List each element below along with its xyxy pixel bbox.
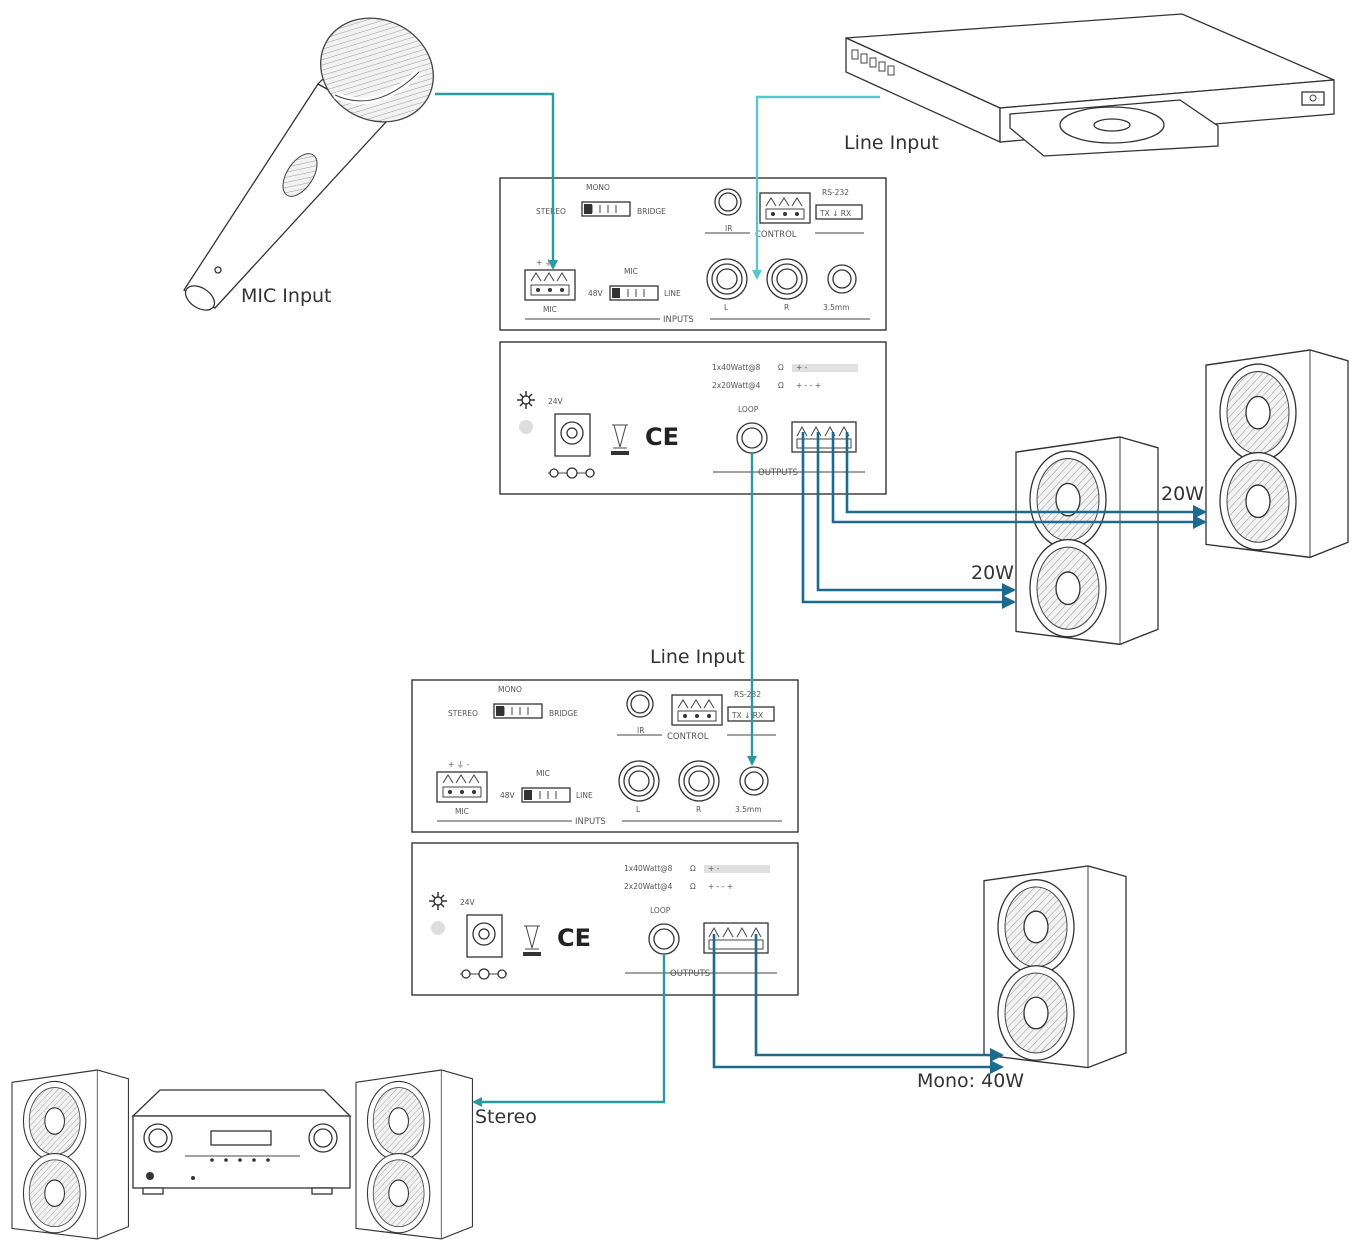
svg-text:Ω: Ω [778,363,784,372]
watt-20-label-left: 20W [971,562,1014,584]
line-input-label-top: Line Input [844,132,939,154]
svg-text:INPUTS: INPUTS [663,315,694,325]
svg-text:1x40Watt@8: 1x40Watt@8 [712,363,761,372]
amplifier-top-outputs: 1x40Watt@8 2x20Watt@4 Ω Ω + - + - - + 24… [499,341,887,495]
svg-text:CONTROL: CONTROL [667,732,709,742]
svg-text:STEREO: STEREO [536,207,566,216]
svg-text:MIC: MIC [543,305,557,314]
line-input-cable-top [752,95,880,280]
mic-input-label: MIC Input [241,285,332,307]
svg-text:BRIDGE: BRIDGE [549,709,578,718]
svg-text:STEREO: STEREO [448,709,478,718]
svg-text:CE: CE [557,924,591,952]
svg-text:CE: CE [645,423,679,451]
stereo-cable [472,954,666,1107]
svg-text:R: R [784,303,789,312]
svg-text:+ -: + - [796,363,808,372]
line-input-label-mid: Line Input [650,646,745,668]
speaker-cables-top [801,432,1207,609]
stereo-receiver-icon [131,1089,352,1195]
svg-text:MIC: MIC [624,267,638,276]
svg-text:2x20Watt@4: 2x20Watt@4 [712,381,761,390]
speaker-cables-mono [712,934,1004,1074]
speaker-icon-right [1015,436,1159,646]
svg-text:+ - - +: + - - + [796,381,821,390]
svg-text:2x20Watt@4: 2x20Watt@4 [624,882,673,891]
amplifier-bottom-inputs: MONO STEREO BRIDGE IR CONTROL RS-232 TX … [411,679,799,833]
svg-text:MIC: MIC [536,769,550,778]
svg-text:LOOP: LOOP [738,405,759,414]
svg-text:+ - - +: + - - + [708,882,733,891]
svg-text:OUTPUTS: OUTPUTS [758,468,798,478]
speaker-icon-bottom-left [11,1069,130,1240]
amplifier-top-inputs: MONO STEREO BRIDGE IR CONTROL RS-232 TX … [499,177,887,331]
stereo-label: Stereo [475,1106,537,1128]
svg-text:LINE: LINE [576,791,593,800]
svg-text:L: L [636,805,641,814]
svg-text:CONTROL: CONTROL [755,230,797,240]
svg-text:24V: 24V [460,898,476,907]
watt-20-label-right: 20W [1161,483,1204,505]
svg-text:+ -: + - [708,864,720,873]
svg-text:24V: 24V [548,397,564,406]
svg-text:MIC: MIC [455,807,469,816]
svg-text:BRIDGE: BRIDGE [637,207,666,216]
svg-text:IR: IR [725,224,732,233]
speaker-icon-mono [983,865,1127,1069]
svg-text:LOOP: LOOP [650,906,671,915]
mono-40w-label: Mono: 40W [917,1070,1024,1092]
svg-text:INPUTS: INPUTS [575,817,606,827]
svg-text:+ ⏚ -: + ⏚ - [448,760,470,769]
speaker-icon-bottom-right [355,1069,474,1240]
svg-text:48V: 48V [588,289,604,298]
svg-text:3.5mm: 3.5mm [735,805,762,814]
svg-text:TX ↓ RX: TX ↓ RX [731,711,763,720]
microphone-icon [183,17,434,311]
svg-text:RS-232: RS-232 [822,188,849,197]
svg-text:R: R [696,805,701,814]
mic-cable [435,92,558,270]
svg-text:IR: IR [637,726,644,735]
svg-text:+ ⏚ -: + ⏚ - [536,258,558,267]
amplifier-bottom-outputs: 1x40Watt@8 2x20Watt@4 Ω Ω + - + - - + 24… [411,842,799,996]
speaker-icon-far-right [1205,349,1349,559]
svg-text:OUTPUTS: OUTPUTS [670,969,710,979]
dvd-player-icon [845,13,1335,157]
svg-text:3.5mm: 3.5mm [823,303,850,312]
svg-text:MONO: MONO [498,685,522,694]
svg-text:Ω: Ω [690,882,696,891]
svg-text:L: L [724,303,729,312]
svg-text:Ω: Ω [690,864,696,873]
svg-text:RS-232: RS-232 [734,690,761,699]
svg-text:TX ↓ RX: TX ↓ RX [819,209,851,218]
svg-text:MONO: MONO [586,183,610,192]
svg-text:LINE: LINE [664,289,681,298]
svg-text:1x40Watt@8: 1x40Watt@8 [624,864,673,873]
svg-text:48V: 48V [500,791,516,800]
svg-text:Ω: Ω [778,381,784,390]
